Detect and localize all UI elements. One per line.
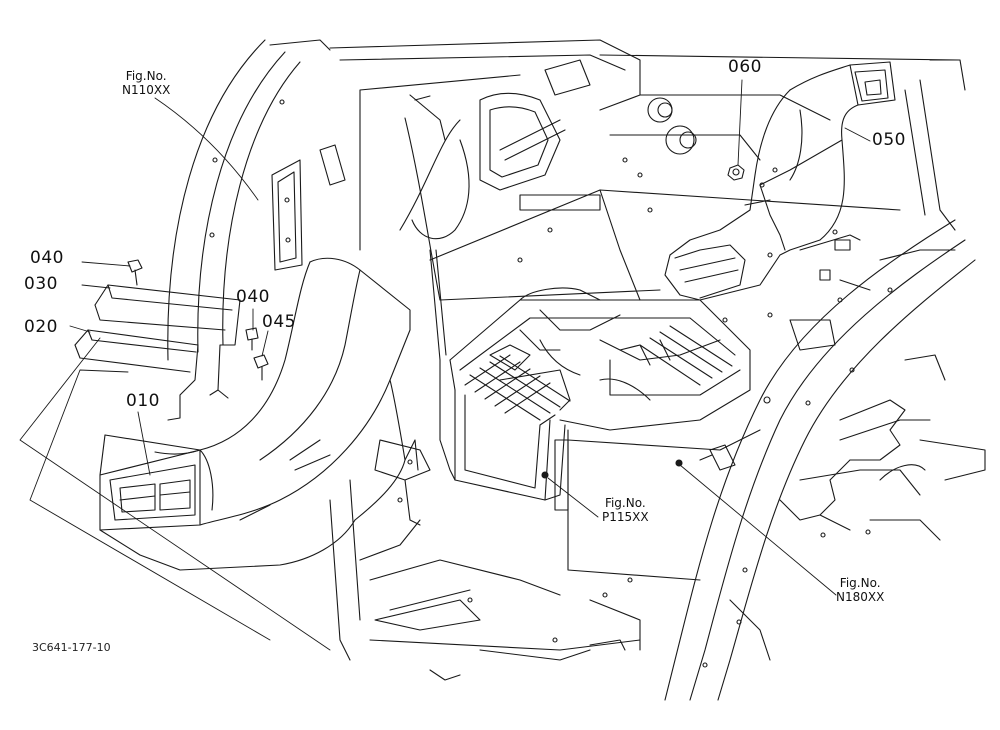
floor-lower-structure <box>329 249 761 681</box>
bolt-040-left <box>127 259 143 286</box>
cab-frame-left-arch <box>167 39 331 361</box>
duct-010 <box>99 257 419 571</box>
bolt-045 <box>253 354 269 381</box>
figure-ref-p115-line1: Fig.No. <box>604 496 646 510</box>
part-label-030: 030 <box>24 274 58 294</box>
part-label-040-left: 040 <box>30 248 64 268</box>
cab-frame-right-pillar <box>664 219 986 701</box>
heater-unit <box>449 287 751 511</box>
bracket-020 <box>74 329 199 421</box>
part-label-045: 045 <box>262 312 296 332</box>
part-label-040-right: 040 <box>236 287 270 307</box>
leader-lines <box>19 79 871 651</box>
duct-050 <box>664 61 896 301</box>
figure-ref-p115-line2: P115XX <box>602 510 649 524</box>
bracket-030 <box>94 284 241 399</box>
heater-grid <box>464 325 733 421</box>
upper-wall-panel <box>329 39 641 301</box>
nut-060 <box>727 164 745 181</box>
part-label-020: 020 <box>24 317 58 337</box>
side-bracket <box>271 144 346 271</box>
figure-ref-n180-line2: N180XX <box>836 590 885 604</box>
figure-ref-n110: Fig.No. N110XX <box>122 69 170 97</box>
part-label-010: 010 <box>126 391 160 411</box>
figure-ref-n110-line2: N110XX <box>122 83 171 97</box>
figure-ref-n180-line1: Fig.No. <box>839 576 881 590</box>
part-label-060: 060 <box>728 57 762 77</box>
rear-wall <box>599 54 966 231</box>
cab-floor <box>429 189 901 323</box>
figure-ref-n110-line1: Fig.No. <box>125 69 167 83</box>
part-label-050: 050 <box>872 130 906 150</box>
figure-ref-n180: Fig.No. N180XX <box>836 576 884 604</box>
figure-ref-p115: Fig.No. P115XX <box>602 496 649 524</box>
bolt-040-right <box>245 327 259 351</box>
drawing-code: 3C641-177-10 <box>32 641 111 654</box>
